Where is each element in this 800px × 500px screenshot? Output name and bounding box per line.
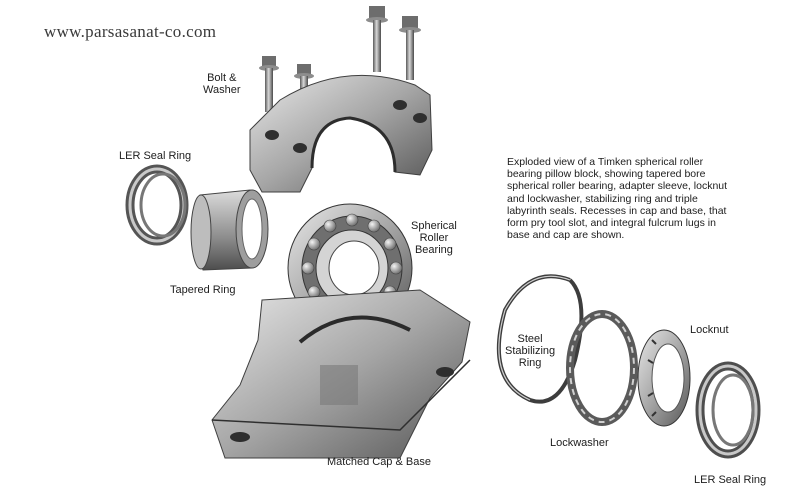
ler-seal-ring-right [695, 361, 761, 459]
label-tapered-ring: Tapered Ring [170, 284, 236, 296]
tapered-ring [190, 189, 269, 271]
pillow-block-base [211, 289, 471, 459]
label-spherical-roller-bearing: Spherical Roller Bearing [411, 220, 457, 256]
lockwasher [566, 310, 638, 426]
label-ler-seal-ring-left: LER Seal Ring [119, 150, 192, 162]
pillow-block-cap [249, 74, 433, 193]
label-steel-stabilizing-ring: Steel Stabilizing Ring [505, 333, 556, 369]
spherical-roller-bearing [287, 203, 413, 333]
watermark: www.parsasanat-co.com [44, 22, 217, 41]
bolt-4 [399, 16, 421, 80]
label-bolt-washer: Bolt & Washer [203, 72, 241, 96]
label-locknut: Locknut [690, 324, 729, 336]
label-matched-cap-base: Matched Cap & Base [327, 456, 431, 468]
bolt-3 [366, 6, 388, 72]
locknut [637, 329, 691, 427]
ler-seal-ring-left [125, 164, 189, 246]
label-lockwasher: Lockwasher [550, 437, 609, 449]
bolt-1 [259, 56, 279, 112]
description-text: Exploded view of a Timken spherical roll… [507, 156, 728, 242]
label-ler-seal-ring-right: LER Seal Ring [694, 474, 767, 486]
